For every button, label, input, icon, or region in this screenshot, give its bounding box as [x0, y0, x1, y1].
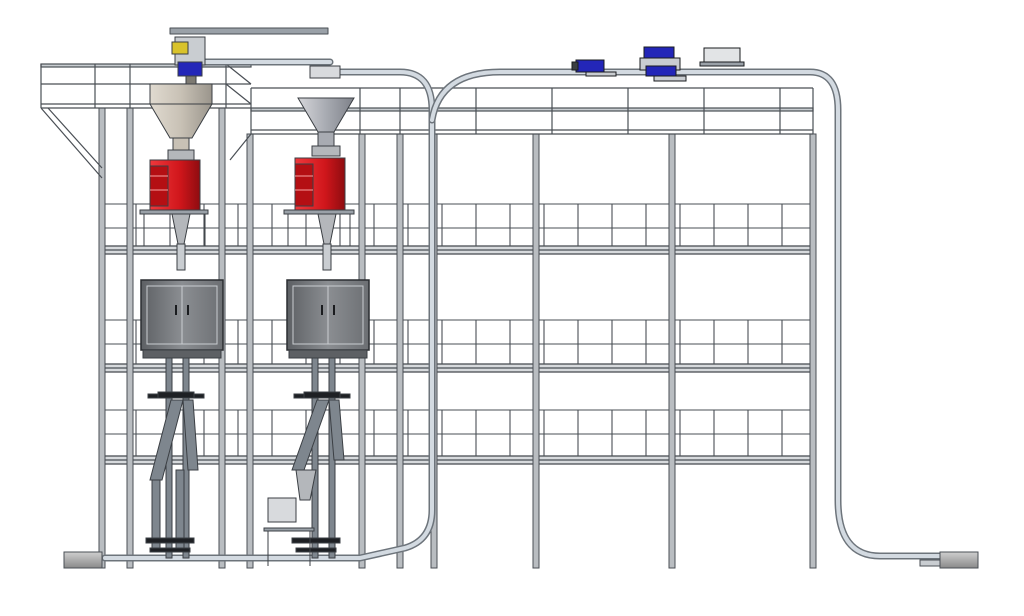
drive-icon: [571, 59, 617, 77]
valve-icon: [291, 391, 351, 553]
cabinet-icon: [286, 279, 370, 359]
steel-column: [246, 133, 254, 569]
drive-icon: [699, 47, 745, 67]
top-drives: [571, 46, 745, 82]
valve-icon: [145, 391, 205, 553]
vacuum-receiver: [171, 36, 206, 85]
hopper-icon: [149, 83, 213, 161]
valve-cluster: [145, 357, 205, 559]
pneumatic-conveyor-tube: [101, 27, 949, 562]
motor-icon: [139, 159, 209, 246]
steel-column: [809, 133, 817, 569]
motor-icon: [283, 157, 355, 246]
loading-station: [263, 469, 317, 566]
process-line-left: [139, 36, 224, 559]
drive-icon: [177, 61, 203, 77]
cabinet-icon: [140, 279, 224, 359]
process-line-right: [263, 65, 370, 566]
top-platform: [40, 63, 814, 179]
steel-column: [396, 133, 404, 569]
steel-column: [98, 107, 106, 569]
steel-column: [126, 107, 134, 569]
hopper-icon: [297, 65, 355, 157]
steel-column: [668, 133, 676, 569]
steel-column: [532, 133, 540, 569]
ground-slabs: [63, 551, 979, 569]
drive-icon: [639, 46, 687, 82]
